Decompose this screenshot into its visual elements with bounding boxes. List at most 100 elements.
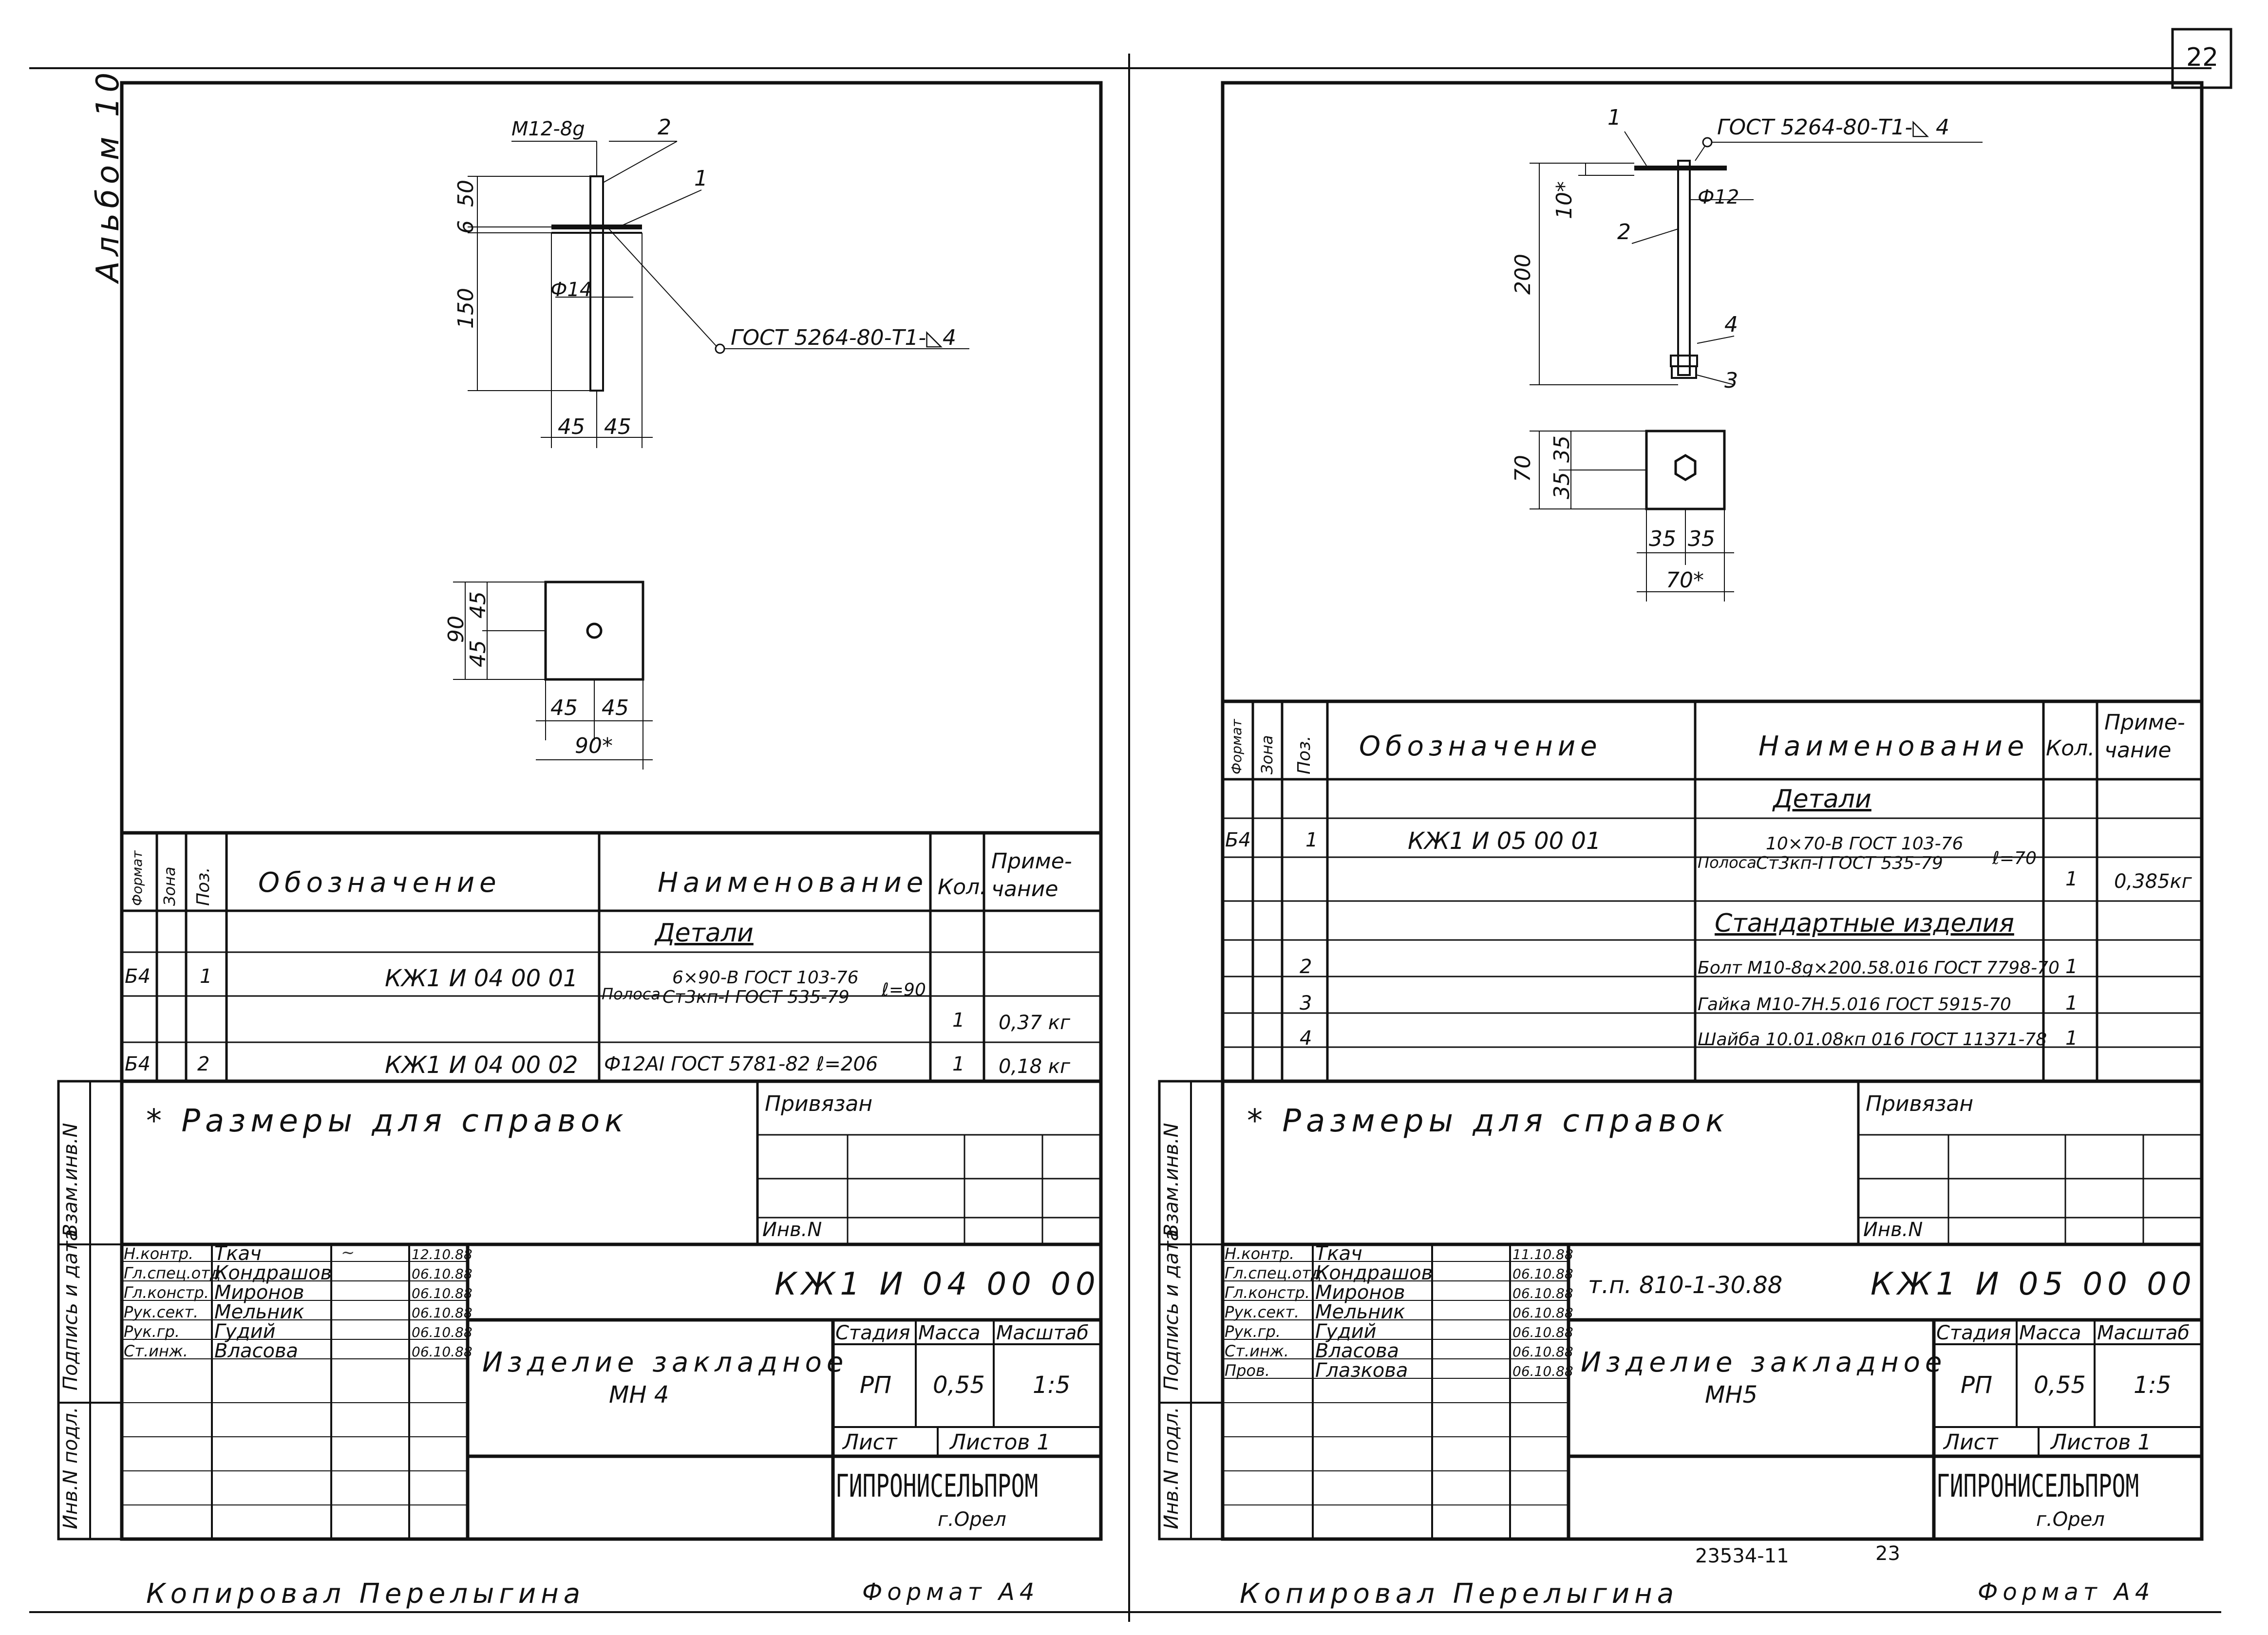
section-standard-items: Стандартные изделия: [1715, 909, 2014, 938]
role-3: Гл.констр.: [1225, 1283, 1310, 1302]
sheet-label: Лист: [843, 1430, 897, 1455]
role-2: Гл.спец.отд: [1225, 1264, 1322, 1282]
row1-note: 0,385кг: [2114, 870, 2192, 893]
role-4: Рук.сект.: [124, 1303, 199, 1321]
diameter-label: Ф12: [1698, 186, 1739, 208]
signature-mark: ~: [341, 1243, 355, 1262]
row2-note: 0,18 кг: [999, 1055, 1070, 1078]
mass-value: 0,55: [933, 1372, 985, 1399]
col-qty-header: Кол.: [938, 875, 987, 900]
scale-header: Масштаб: [2097, 1322, 2190, 1344]
position-1-label: 1: [694, 166, 708, 191]
col-designation-header: Обозначение: [258, 867, 501, 899]
city: г.Орел: [2036, 1508, 2105, 1531]
date-3: 06.10.88: [1512, 1285, 1573, 1301]
date-6: 06.10.88: [412, 1344, 472, 1360]
plan-dim-45-left: 45: [550, 695, 578, 720]
weld-note: ГОСТ 5264-80-Т1-◺4: [731, 325, 957, 350]
plan-dim-45-right: 45: [602, 695, 629, 720]
std-row1-pos: 2: [1300, 956, 1312, 978]
name-1: Ткач: [1315, 1242, 1362, 1265]
role-5: Рук.гр.: [124, 1322, 180, 1341]
role-5: Рук.гр.: [1225, 1322, 1281, 1341]
reference-note: * Размеры для справок: [1247, 1103, 1729, 1139]
dim-150: 150: [454, 288, 478, 329]
name-3: Миронов: [214, 1281, 304, 1304]
std-row1-qty: 1: [2065, 956, 2078, 978]
role-6: Ст.инж.: [124, 1342, 188, 1360]
role-3: Гл.констр.: [124, 1283, 209, 1302]
role-6: Ст.инж.: [1225, 1342, 1289, 1360]
row1-name-length: ℓ=90: [882, 980, 926, 1000]
plan-dim-70: 70: [1511, 455, 1535, 482]
scale-header: Масштаб: [996, 1322, 1089, 1344]
organization: ГИПРОНИСЕЛЬПРОМ: [1936, 1468, 2139, 1504]
std-row3-qty: 1: [2065, 1027, 2078, 1050]
col-name-header: Наименование: [658, 867, 928, 899]
col-format-header: Формат: [129, 850, 145, 906]
row1-format: Б4: [125, 965, 151, 988]
privyazan-label: Привязан: [1866, 1091, 1974, 1116]
title-line-2: МН5: [1705, 1381, 1758, 1409]
position-2-label: 2: [658, 115, 671, 140]
dim-50: 50: [454, 180, 478, 207]
sheet-label: Лист: [1944, 1430, 1998, 1455]
project-number: т.п. 810-1-30.88: [1588, 1272, 1783, 1299]
role-4: Рук.сект.: [1225, 1303, 1300, 1321]
diameter-label: Ф14: [550, 279, 592, 301]
dim-45-right: 45: [604, 414, 631, 439]
scale-value: 1:5: [1033, 1372, 1071, 1399]
plan-dim-90-star: 90*: [575, 733, 613, 758]
section-details: Детали: [1773, 785, 1871, 814]
row1-note: 0,37 кг: [999, 1012, 1070, 1034]
role-2: Гл.спец.отд: [124, 1264, 221, 1282]
col-zone-header: Зона: [1258, 735, 1276, 774]
col-pos-header: Поз.: [1294, 735, 1314, 774]
stamp-number: 23534-11: [1695, 1545, 1789, 1567]
name-7: Глазкова: [1315, 1359, 1408, 1382]
date-4: 06.10.88: [1512, 1305, 1573, 1321]
plan-dim-35-right: 35: [1688, 526, 1715, 551]
col-zone-header: Зона: [160, 866, 179, 906]
row2-name: Ф12АI ГОСТ 5781-82 ℓ=206: [604, 1053, 878, 1075]
organization: ГИПРОНИСЕЛЬПРОМ: [835, 1468, 1039, 1504]
col-note-header: Приме- чание: [991, 849, 1072, 902]
stamp-sheet: 23: [1875, 1542, 1900, 1565]
page-number: 22: [2186, 43, 2219, 72]
name-5: Гудий: [1315, 1320, 1377, 1343]
reference-note: * Размеры для справок: [146, 1103, 628, 1139]
row1-pos: 1: [200, 965, 212, 988]
name-6: Власова: [1315, 1340, 1399, 1362]
name-2: Кондрашов: [1315, 1262, 1433, 1284]
date-2: 06.10.88: [412, 1266, 472, 1282]
position-3-label: 3: [1724, 368, 1738, 393]
document-code: КЖ1 И 05 00 00: [1871, 1266, 2196, 1302]
dim-6: 6: [454, 220, 478, 234]
date-6: 06.10.88: [1512, 1344, 1573, 1360]
std-row3-pos: 4: [1300, 1027, 1312, 1050]
std-row2-name: Гайка М10-7Н.5.016 ГОСТ 5915-70: [1698, 995, 2011, 1015]
plan-dim-35-upper: 35: [1550, 435, 1574, 463]
row1-name-bottom: Ст3кп-I ГОСТ 535-79: [662, 987, 850, 1007]
std-row2-qty: 1: [2065, 992, 2078, 1015]
stage-header: Стадия: [1936, 1322, 2011, 1344]
stage-header: Стадия: [835, 1322, 910, 1344]
std-row1-name: Болт М10-8g×200.58.016 ГОСТ 7798-70: [1698, 958, 2060, 978]
row1-pos: 1: [1305, 829, 1318, 851]
date-1: 12.10.88: [412, 1246, 472, 1262]
col-designation-header: Обозначение: [1359, 731, 1602, 762]
row2-qty: 1: [952, 1053, 965, 1075]
document-code: КЖ1 И 04 00 00: [775, 1266, 1100, 1302]
inv-label: Инв.N: [1863, 1219, 1923, 1241]
col-name-header: Наименование: [1758, 731, 2029, 762]
side-vzam-inv: Взам.инв.N: [1160, 1123, 1183, 1237]
position-2-label: 2: [1617, 220, 1631, 244]
date-1: 11.10.88: [1512, 1246, 1573, 1262]
title-line-1: Изделие закладное: [1581, 1347, 1947, 1378]
role-7: Пров.: [1225, 1361, 1270, 1380]
privyazan-label: Привязан: [765, 1091, 873, 1116]
col-format-header: Формат: [1228, 719, 1245, 774]
dim-45-left: 45: [558, 414, 585, 439]
row1-name-prefix: Полоса: [602, 985, 661, 1003]
